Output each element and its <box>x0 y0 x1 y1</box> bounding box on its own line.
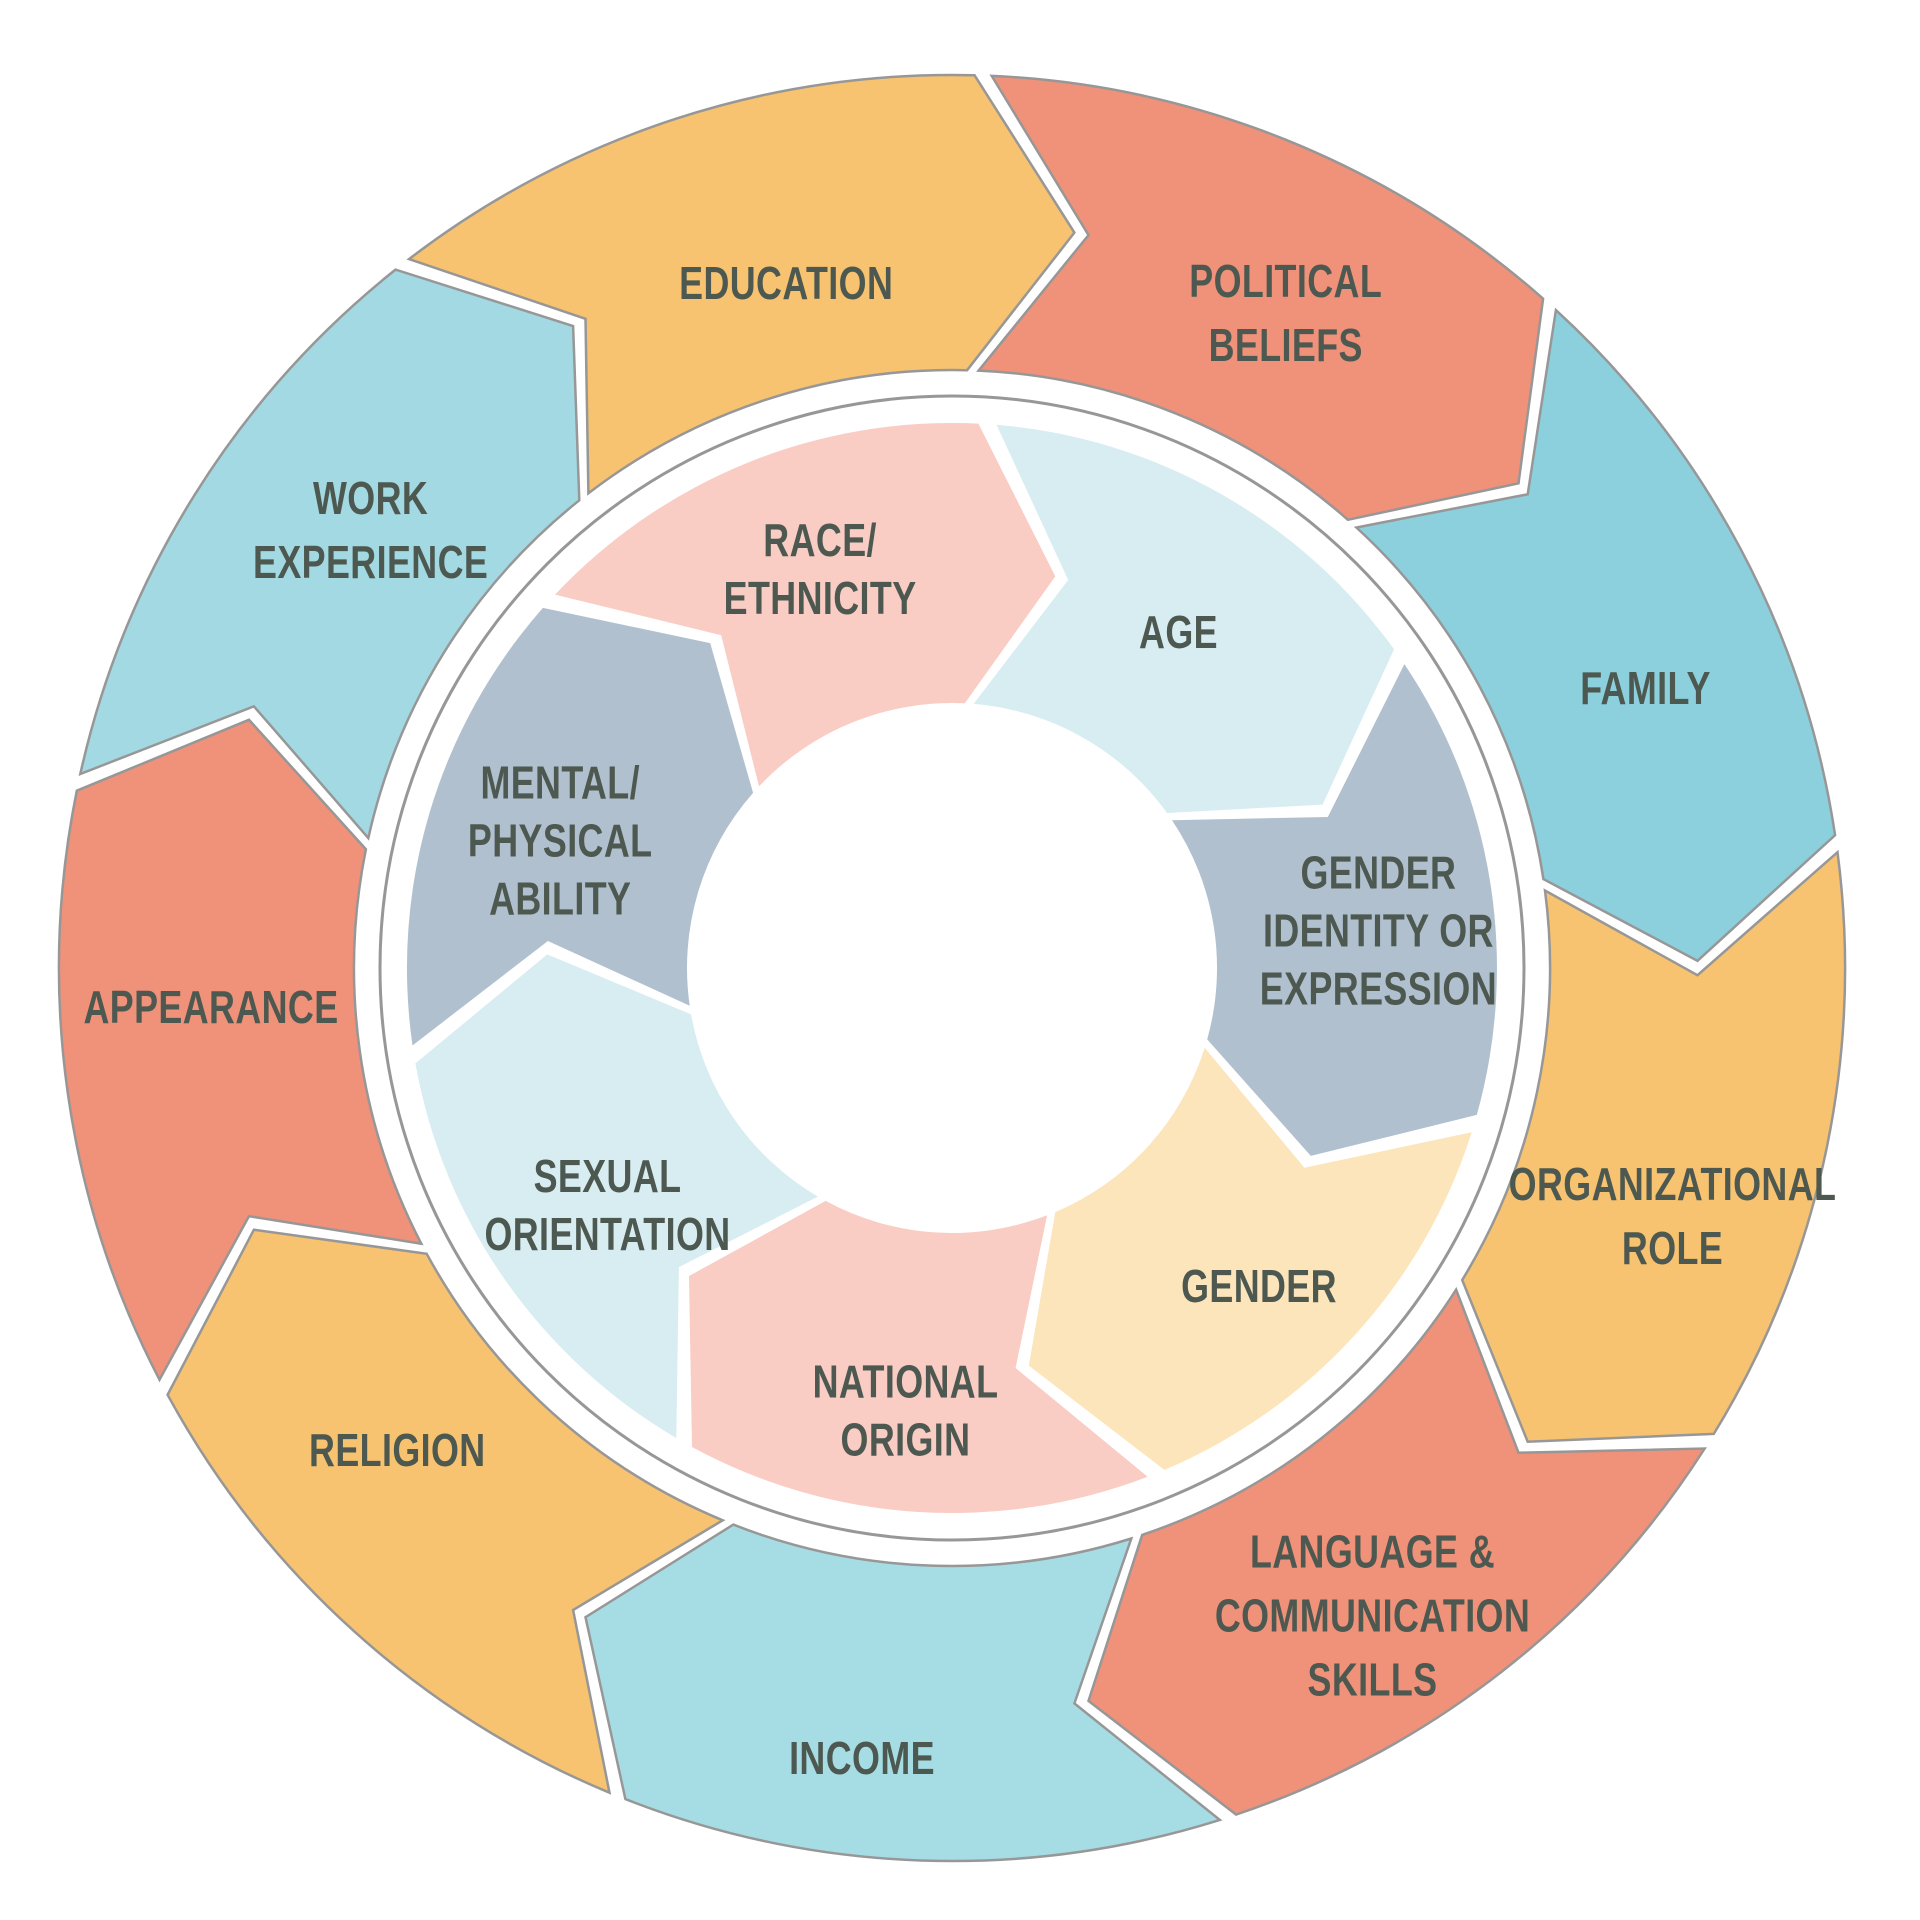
age-segment <box>973 424 1395 813</box>
education-label: EDUCATION <box>679 258 893 309</box>
appearance-segment <box>57 718 424 1383</box>
organizational-role-segment <box>1460 849 1847 1443</box>
family-label: FAMILY <box>1580 663 1711 714</box>
sexual-orientation-segment <box>415 954 818 1439</box>
appearance-label: APPEARANCE <box>83 982 338 1033</box>
education-segment <box>406 73 1076 496</box>
gender-label: GENDER <box>1181 1261 1337 1312</box>
mental-physical-ability-segment <box>406 607 754 1046</box>
language-communication-skills-segment <box>1087 1286 1708 1816</box>
religion-label: RELIGION <box>309 1425 486 1476</box>
race-ethnicity-label: RACE/ETHNICITY <box>724 515 917 624</box>
family-segment <box>1353 307 1837 963</box>
income-label: INCOME <box>789 1733 935 1784</box>
income-segment <box>584 1523 1223 1863</box>
political-beliefs-segment <box>976 74 1545 522</box>
national-origin-segment <box>689 1200 1148 1514</box>
religion-segment <box>166 1228 726 1795</box>
gender-identity-or-expression-segment <box>1172 664 1497 1156</box>
age-label: AGE <box>1139 607 1218 658</box>
race-ethnicity-segment <box>555 422 1056 787</box>
gender-segment <box>1028 1047 1472 1470</box>
work-experience-segment <box>78 268 581 841</box>
